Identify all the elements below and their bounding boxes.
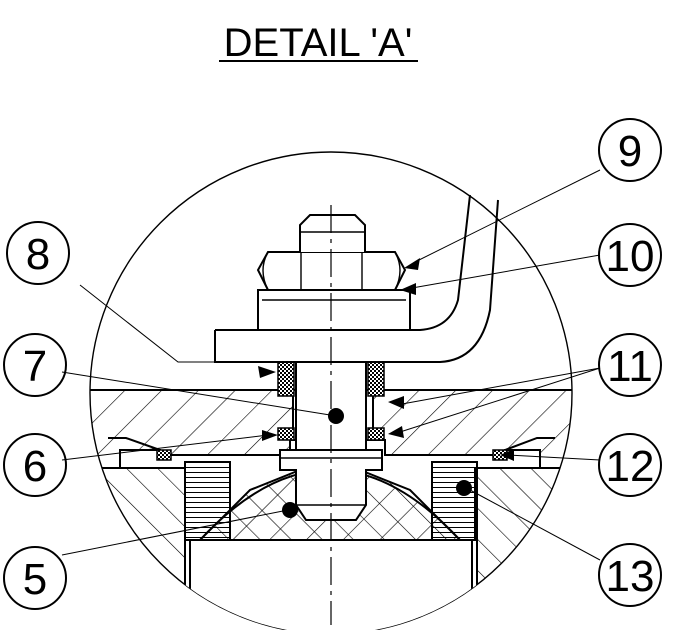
right-flange-lip bbox=[504, 437, 555, 451]
balloon-10: 10 bbox=[598, 223, 662, 287]
leader-dot-7 bbox=[328, 408, 344, 424]
leader-dot-5 bbox=[282, 502, 298, 518]
balloon-6: 6 bbox=[3, 433, 67, 497]
svg-text:13: 13 bbox=[606, 552, 655, 601]
bolt-tip bbox=[299, 214, 366, 252]
svg-text:9: 9 bbox=[618, 127, 642, 176]
gasket-right-upper bbox=[367, 361, 385, 397]
washer bbox=[257, 289, 411, 331]
svg-text:12: 12 bbox=[606, 442, 655, 491]
balloon-12: 12 bbox=[598, 433, 662, 497]
section-contents bbox=[90, 361, 572, 630]
right-insert bbox=[431, 461, 478, 541]
gasket-right-lower bbox=[367, 427, 385, 441]
balloon-7: 7 bbox=[3, 333, 67, 397]
title-group: DETAIL 'A' bbox=[219, 21, 418, 65]
left-flange-lip bbox=[108, 437, 161, 451]
detail-title: DETAIL 'A' bbox=[224, 21, 413, 65]
svg-text:8: 8 bbox=[26, 230, 50, 279]
balloon-5: 5 bbox=[3, 546, 67, 610]
balloon-11: 11 bbox=[598, 333, 662, 397]
gasket-left-plate bbox=[156, 449, 172, 461]
svg-text:7: 7 bbox=[23, 342, 47, 391]
svg-text:10: 10 bbox=[606, 232, 655, 281]
balloon-8: 8 bbox=[6, 221, 70, 285]
svg-text:6: 6 bbox=[23, 442, 47, 491]
leader-lines bbox=[61, 169, 601, 561]
gasket-left-upper bbox=[277, 361, 295, 397]
balloon-13: 13 bbox=[598, 543, 662, 607]
svg-text:5: 5 bbox=[23, 555, 47, 604]
balloon-9: 9 bbox=[598, 118, 662, 182]
bracket bbox=[214, 194, 499, 363]
left-insert bbox=[184, 461, 231, 541]
gasket-left-lower bbox=[277, 427, 295, 441]
leader-dot-13 bbox=[456, 480, 472, 496]
svg-text:11: 11 bbox=[607, 342, 653, 391]
